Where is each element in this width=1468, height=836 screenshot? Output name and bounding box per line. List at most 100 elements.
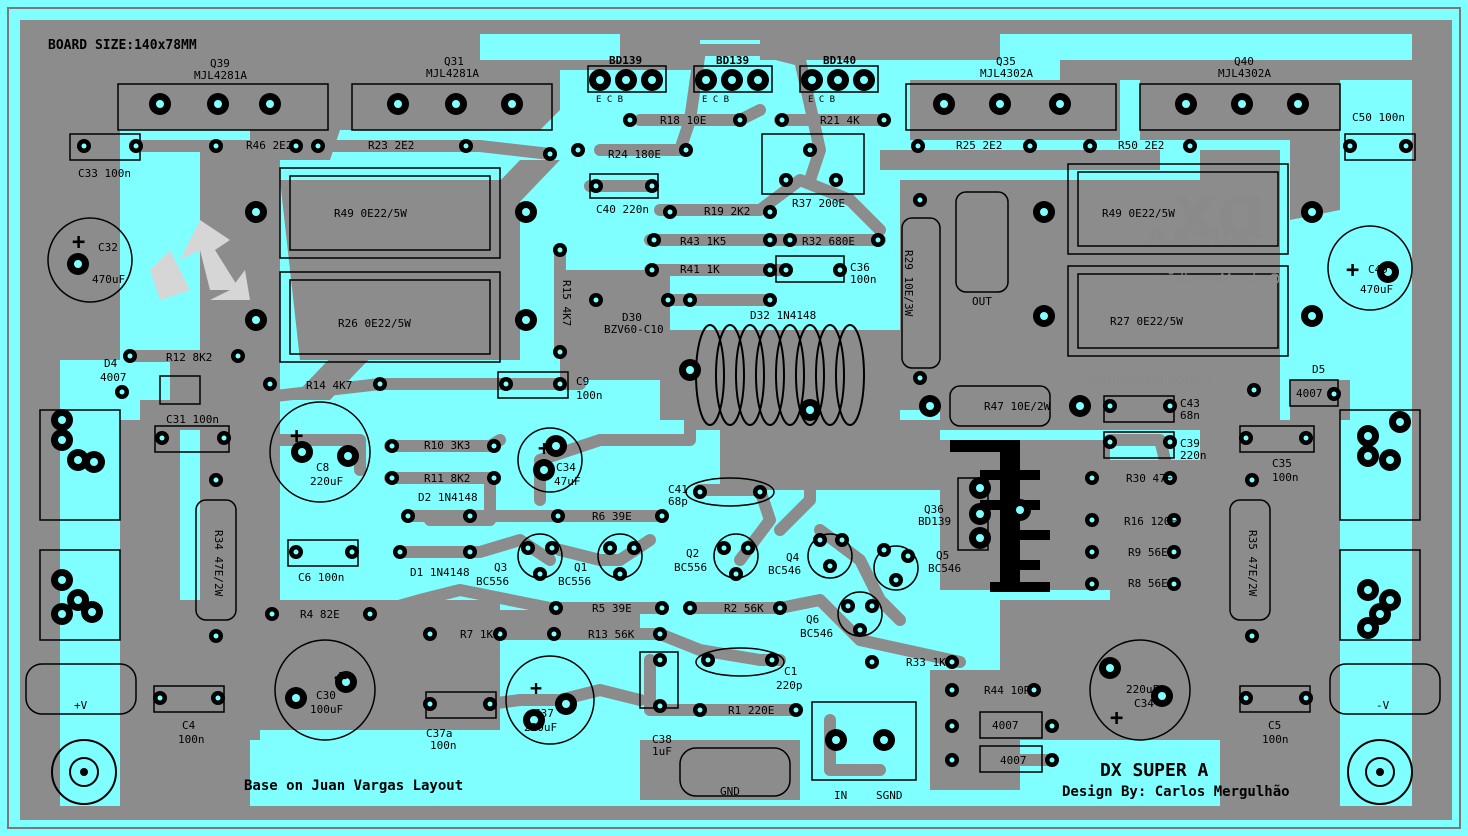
bd139a-pins: E C B (596, 95, 624, 105)
q6-value: BC546 (800, 627, 834, 640)
designer-credit: Design By: Carlos Mergulhão (1062, 784, 1290, 800)
r25-label: R25 2E2 (956, 139, 1003, 152)
r35-label: R35 47E/2W (1246, 530, 1259, 597)
r50-label: R50 2E2 (1118, 139, 1165, 152)
c30-plus-icon: + (334, 666, 348, 691)
bd140-label: BD140 (823, 54, 857, 67)
c1-value: 220p (776, 679, 803, 692)
q2-value: BC556 (674, 561, 708, 574)
bd140-pins: E C B (808, 95, 836, 105)
r27-label: R27 0E22/5W (1110, 315, 1183, 328)
c39-value: 220n (1180, 449, 1207, 462)
c32-value: 470uF (92, 273, 126, 286)
in-label: IN (834, 789, 848, 802)
c8-value: 220uF (310, 475, 344, 488)
d30-label: D30 (622, 311, 642, 324)
c5-label: C5 (1268, 719, 1282, 732)
r6-label: R6 39E (592, 510, 632, 523)
r37-label: R37 200E (792, 197, 845, 210)
r14-label: R14 4K7 (306, 379, 353, 392)
r12-label: R12 8K2 (166, 351, 213, 364)
r30-label: R30 47E (1126, 472, 1173, 485)
c8-label: C8 (316, 461, 330, 474)
q40-label: Q40 (1234, 55, 1254, 68)
c34a-value: 47uF (554, 475, 581, 488)
sgnd-label: SGND (876, 789, 903, 802)
q40-part: MJL4302A (1218, 67, 1271, 80)
r41-label: R41 1K (680, 263, 720, 276)
c43-label: C43 (1180, 397, 1200, 410)
bd139b-pins: E C B (702, 95, 730, 105)
c32-label: C32 (98, 241, 118, 254)
r49a-label: R49 0E22/5W (334, 207, 407, 220)
c39-label: C39 (1180, 437, 1200, 450)
r1-label: R1 220E (728, 704, 775, 717)
c4-label: C4 (182, 719, 196, 732)
r26-label: R26 0E22/5W (338, 317, 411, 330)
c36-label: C36 (850, 261, 870, 274)
r10-label: R10 3K3 (424, 439, 471, 452)
c37a-value: 100n (430, 739, 457, 752)
c1-label: C1 (784, 665, 798, 678)
bd139b-label: BD139 (716, 54, 750, 67)
r18-label: R18 10E (660, 114, 707, 127)
vplus-label: +V (74, 699, 88, 712)
d5-label: D5 (1312, 363, 1326, 376)
c9-value: 100n (576, 389, 603, 402)
d4007a-label: 4007 (992, 719, 1019, 732)
mirrored-name-1: Carlos Mergulhão (1158, 272, 1281, 288)
r44-label: R44 10R (984, 684, 1031, 697)
board-size-label: BOARD SIZE:140x78MM (48, 38, 197, 53)
c37-value: 220uF (524, 721, 558, 734)
r46-label: R46 2E2 (246, 139, 293, 152)
mirrored-logo-sub: SUPER A (1148, 224, 1255, 249)
heatsink-icon (950, 440, 1050, 592)
q1-value: BC556 (558, 575, 592, 588)
c37a-label: C37a (426, 727, 453, 740)
bd139a-label: BD139 (609, 54, 643, 67)
vminus-label: -V (1376, 699, 1390, 712)
c38-value: 1uF (652, 745, 672, 758)
r47-label: R47 10E/2W (984, 400, 1051, 413)
r15-label: R15 4K7 (560, 280, 573, 327)
c35-value: 100n (1272, 471, 1299, 484)
c34b-label: C34 (1134, 697, 1154, 710)
c32-plus-icon: + (72, 230, 86, 255)
r32-label: R32 680E (802, 235, 855, 248)
r4-label: R4 82E (300, 608, 340, 621)
q3-value: BC556 (476, 575, 510, 588)
q4-label: Q4 (786, 551, 800, 564)
q39-label: Q39 (210, 57, 230, 70)
d32-label: D32 1N4148 (750, 309, 817, 322)
credit-base-label: Base on Juan Vargas Layout (244, 778, 464, 794)
q36-label: Q36 (924, 503, 944, 516)
c41-label: C41 (668, 483, 688, 496)
d30-value: BZV60-C10 (604, 323, 664, 336)
r43-label: R43 1K5 (680, 235, 727, 248)
q4-value: BC546 (768, 564, 802, 577)
c49-value: 470uF (1360, 283, 1394, 296)
r33-label: R33 1K (906, 656, 946, 669)
c6-label: C6 100n (298, 571, 345, 584)
q6-label: Q6 (806, 613, 820, 626)
c4-value: 100n (178, 733, 205, 746)
q5-value: BC546 (928, 562, 962, 575)
c37-label: C37 (534, 707, 554, 720)
c8-plus-icon: + (290, 424, 304, 449)
q31-part: MJL4281A (426, 67, 479, 80)
q1-label: Q1 (574, 561, 588, 574)
c5-value: 100n (1262, 733, 1289, 746)
q35-label: Q35 (996, 55, 1016, 68)
r23-label: R23 2E2 (368, 139, 415, 152)
c36-value: 100n (850, 273, 877, 286)
d4007b-label: 4007 (1000, 754, 1027, 767)
r8-label: R8 56E (1128, 577, 1168, 590)
c37-plus-icon: + (530, 676, 543, 700)
c34b-plus-icon: + (1110, 706, 1124, 731)
r21-label: R21 4K (820, 114, 860, 127)
d5-value: 4007 (1296, 387, 1323, 400)
c40-label: C40 220n (596, 203, 649, 216)
c38-label: C38 (652, 733, 672, 746)
d1-label: D1 1N4148 (410, 566, 470, 579)
